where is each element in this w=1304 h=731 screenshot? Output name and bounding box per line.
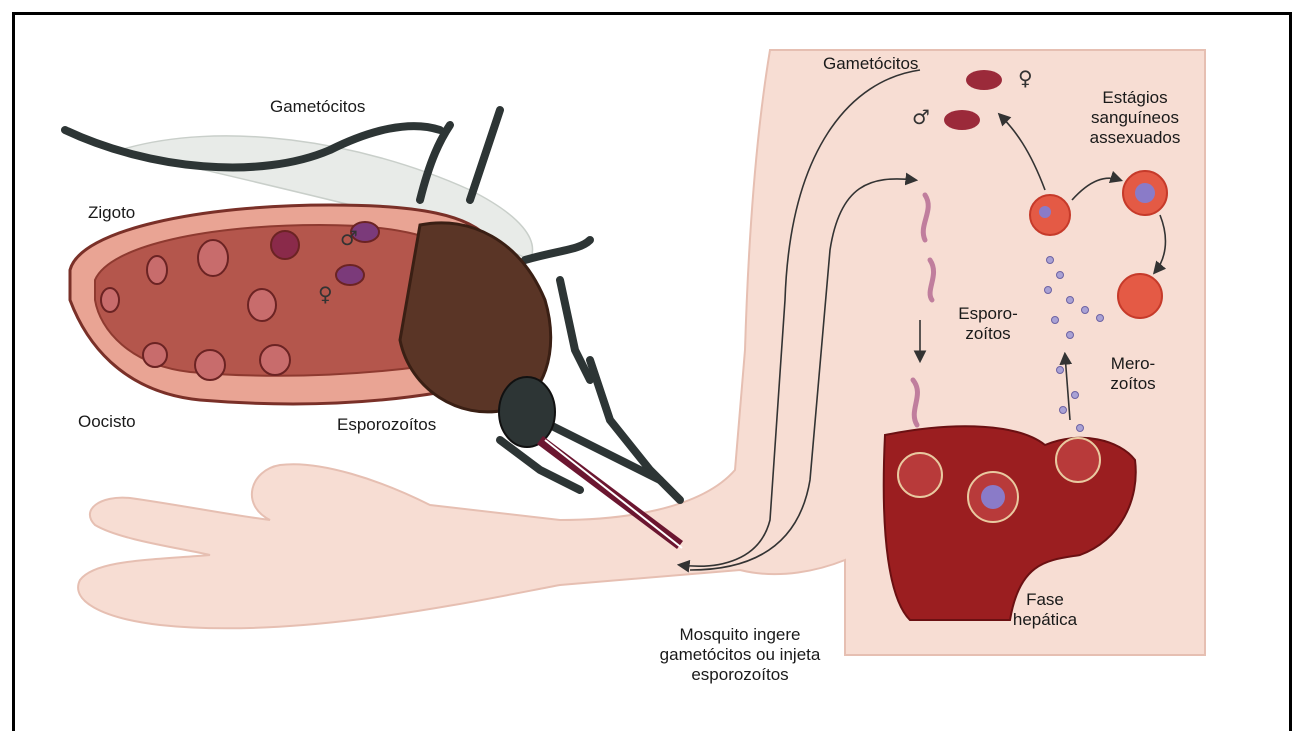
label-mosquito-caption: Mosquito ingere gametócitos ou injeta es…	[620, 625, 860, 685]
label-gametocitos-human: Gametócitos	[823, 54, 918, 74]
label-esporozoitos-mosquito: Esporozoítos	[337, 415, 436, 435]
label-estagios-sanguineos: Estágios sanguíneos assexuados	[1070, 88, 1200, 148]
label-gametocitos-mosquito: Gametócitos	[270, 97, 365, 117]
female-symbol-icon-human: ♀	[1018, 66, 1033, 90]
male-symbol-icon-human: ♂	[912, 105, 930, 129]
label-zigoto: Zigoto	[88, 203, 135, 223]
label-esporozoitos-human: Esporo- zoítos	[938, 304, 1038, 344]
female-symbol-icon: ♀	[318, 282, 333, 306]
label-oocisto: Oocisto	[78, 412, 136, 432]
label-merozoitos: Mero- zoítos	[1088, 354, 1178, 394]
male-symbol-icon: ♂	[340, 226, 358, 250]
label-fase-hepatica: Fase hepática	[995, 590, 1095, 630]
